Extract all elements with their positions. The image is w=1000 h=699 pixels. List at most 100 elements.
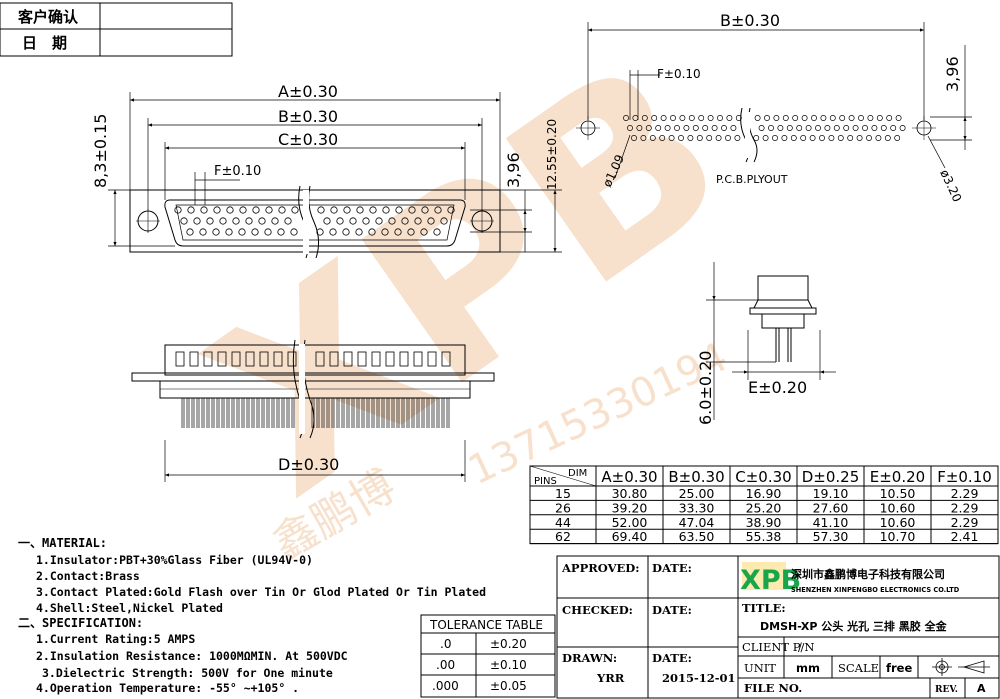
table-cell: 19.10: [813, 486, 849, 501]
pin-hole: [355, 228, 363, 236]
tolerance-val-2: ±0.10: [490, 658, 527, 672]
pcb-hole: [706, 135, 713, 141]
pin-hole: [225, 228, 233, 236]
pcb-hole: [772, 135, 778, 141]
pcb-hole: [762, 135, 769, 141]
pin-hole: [329, 228, 337, 236]
pcb-break: [740, 107, 758, 163]
pcb-hole: [847, 135, 854, 141]
table-cell: 44: [555, 515, 571, 530]
dim-a-label: A±0.30: [278, 82, 338, 101]
pin-hole: [342, 228, 350, 236]
pcb-hole: [876, 115, 883, 121]
pcb-hole: [811, 115, 817, 121]
pin-hole: [291, 206, 299, 214]
checked-date-label: DATE:: [652, 603, 692, 617]
pcb-hole: [683, 125, 690, 131]
pcb-hole: [884, 135, 891, 141]
dim-c-label: C±0.30: [278, 130, 338, 149]
table-cell: 10.60: [880, 500, 916, 515]
pin-hole: [381, 228, 389, 236]
contact-slot: [217, 351, 227, 367]
table-corner-pins: PINS: [534, 476, 557, 487]
pin-hole: [447, 206, 455, 214]
table-cell: 25.00: [679, 486, 715, 501]
pcb-hole: [674, 125, 680, 131]
pin-hole: [174, 206, 182, 214]
table-header: A±0.30: [601, 468, 657, 486]
pcb-hole: [668, 135, 675, 141]
tolerance-key-2: .00: [436, 658, 455, 672]
company-logo-text: XPB: [740, 565, 801, 596]
pcb-hole: [670, 115, 676, 121]
contact-slot: [329, 351, 339, 367]
pcb-hole: [764, 115, 770, 121]
pin-hole: [199, 228, 207, 236]
table-cell: 2.29: [951, 486, 979, 501]
side-dimensions: [164, 440, 466, 482]
approved-date-label: DATE:: [652, 561, 692, 575]
pcb-dim-f-label: F±0.10: [657, 67, 701, 81]
pcb-hole: [815, 125, 821, 131]
tolerance-table: [420, 614, 556, 698]
pcb-hole: [734, 135, 741, 141]
date-label: 日 期: [22, 34, 67, 52]
pin-hole: [271, 217, 279, 225]
table-header: B±0.30: [668, 468, 724, 486]
pcb-hole: [754, 115, 761, 121]
material-line-1: 1.Insulator:PBT+30%Glass Fiber (UL94V-0): [36, 553, 313, 567]
pin-hole: [421, 206, 429, 214]
pcb-hole: [721, 125, 727, 131]
contact-slot: [371, 351, 381, 367]
pin-hole: [226, 206, 234, 214]
pin-hole: [433, 228, 441, 236]
unit-value: mm: [796, 661, 820, 675]
pin-hole: [382, 206, 390, 214]
pin-hole: [369, 206, 377, 214]
table-cell: 2.41: [951, 529, 979, 544]
pcb-hole: [659, 135, 666, 141]
pin-hole: [252, 206, 260, 214]
pcb-mount-dia-label: ø3.20: [937, 167, 964, 204]
table-cell: 10.60: [880, 515, 916, 530]
contact-slot: [343, 351, 353, 367]
pcb-hole: [645, 125, 652, 131]
dim-d-label: D±0.30: [278, 455, 339, 474]
pcb-hole: [805, 125, 812, 131]
contact-slot: [427, 351, 437, 367]
pcb-hole: [800, 135, 807, 141]
table-header: F±0.10: [937, 468, 992, 486]
pcb-hole: [790, 135, 797, 141]
pcb-hole: [696, 135, 703, 141]
pcb-hole: [773, 115, 780, 121]
pcb-hole: [866, 135, 872, 141]
pcb-hole: [843, 125, 850, 131]
material-line-3: 3.Contact Plated:Gold Flash over Tin Or …: [36, 585, 486, 599]
pin-hole: [388, 217, 396, 225]
contact-slot: [189, 351, 199, 367]
table-cell: 38.90: [746, 515, 782, 530]
pin-hole: [349, 217, 357, 225]
contact-slot: [287, 351, 297, 367]
pcb-hole: [664, 125, 671, 131]
title-value: DMSH-XP 公头 光孔 三排 黑胶 全金: [760, 619, 948, 633]
pcb-hole: [702, 125, 709, 131]
end-dimensions: [706, 262, 836, 420]
contact-slot: [231, 351, 241, 367]
pin-hole: [238, 228, 246, 236]
pin-hole: [264, 228, 272, 236]
pcb-hole: [867, 115, 874, 121]
table-header: E±0.20: [870, 468, 925, 486]
pin-hole: [401, 217, 409, 225]
customer-confirm-label: 客户确认: [17, 8, 79, 26]
pin-hole: [362, 217, 370, 225]
material-title: 一、MATERIAL:: [18, 536, 107, 550]
contact-slot: [357, 351, 367, 367]
table-cell: 2.29: [951, 500, 979, 515]
pcb-hole: [730, 125, 737, 131]
pcb-hole: [829, 115, 836, 121]
pcb-hole: [886, 115, 893, 121]
table-cell: 10.50: [880, 486, 916, 501]
table-cell: 2.29: [951, 515, 979, 530]
pin-hole: [200, 206, 208, 214]
